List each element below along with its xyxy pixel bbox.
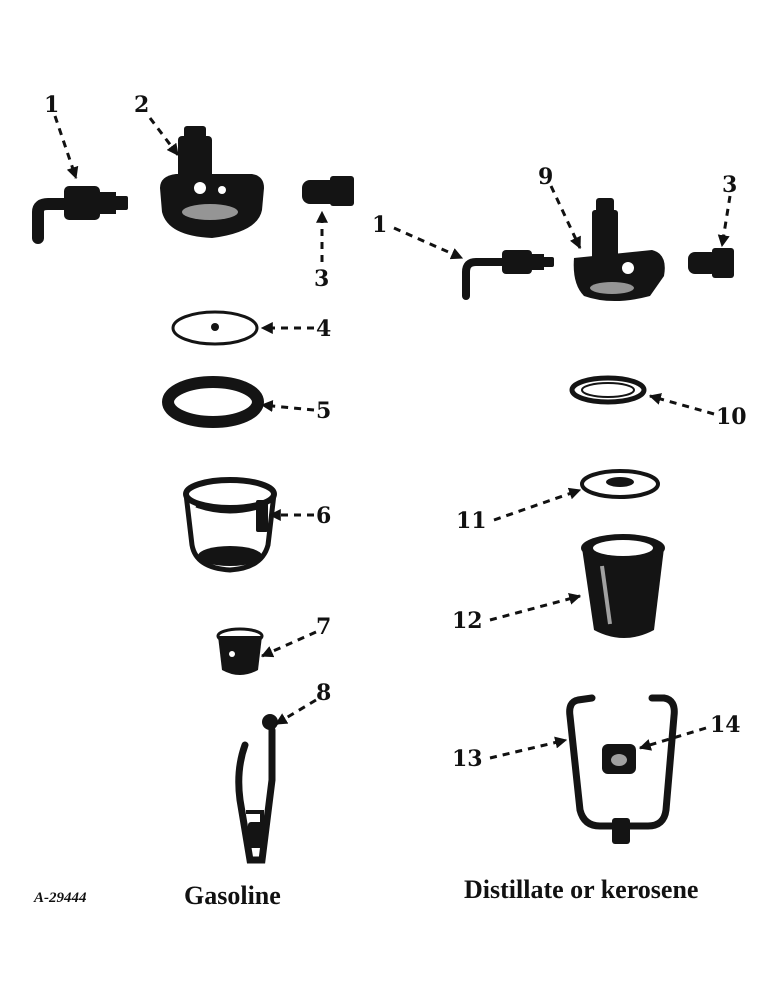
part-3-plug-left xyxy=(302,176,354,206)
callout-7: 7 xyxy=(316,614,331,640)
part-13-bail-clamp xyxy=(566,694,678,844)
callout-13: 13 xyxy=(452,746,483,772)
caption-gasoline: Gasoline xyxy=(184,881,281,910)
part-1-elbow-fitting-right xyxy=(462,250,554,300)
part-2-strainer-head xyxy=(160,126,264,238)
part-8-bail-clamp xyxy=(235,714,278,864)
part-4-gasket-disk xyxy=(171,310,259,346)
callout-3-right: 3 xyxy=(722,172,737,198)
part-7-screen-nut xyxy=(216,627,264,675)
callout-3-left: 3 xyxy=(314,266,329,292)
part-9-strainer-head xyxy=(573,198,665,301)
part-11-disk xyxy=(580,469,660,499)
callout-14: 14 xyxy=(710,712,741,738)
callout-6: 6 xyxy=(316,503,331,529)
callout-12: 12 xyxy=(452,608,483,634)
part-3-plug-right xyxy=(688,248,734,278)
part-6-glass-bowl xyxy=(183,477,277,573)
part-14-nut xyxy=(602,744,636,774)
part-10-thin-gasket xyxy=(569,375,647,405)
part-12-cylinder-bowl xyxy=(581,534,665,638)
callout-11: 11 xyxy=(456,508,487,534)
callout-9: 9 xyxy=(538,164,553,190)
callout-10: 10 xyxy=(716,404,747,430)
callout-1-left: 1 xyxy=(44,92,59,118)
callout-8: 8 xyxy=(316,680,331,706)
callout-2: 2 xyxy=(134,92,149,118)
caption-distillate: Distillate or kerosene xyxy=(464,875,698,904)
part-5-ring-gasket xyxy=(162,376,264,428)
callout-5: 5 xyxy=(316,398,331,424)
callout-4: 4 xyxy=(316,316,331,342)
part-1-elbow-fitting-left xyxy=(32,186,128,244)
figure-code: A-29444 xyxy=(33,890,87,906)
callout-1-right: 1 xyxy=(372,212,387,238)
leader-lines xyxy=(53,115,732,760)
